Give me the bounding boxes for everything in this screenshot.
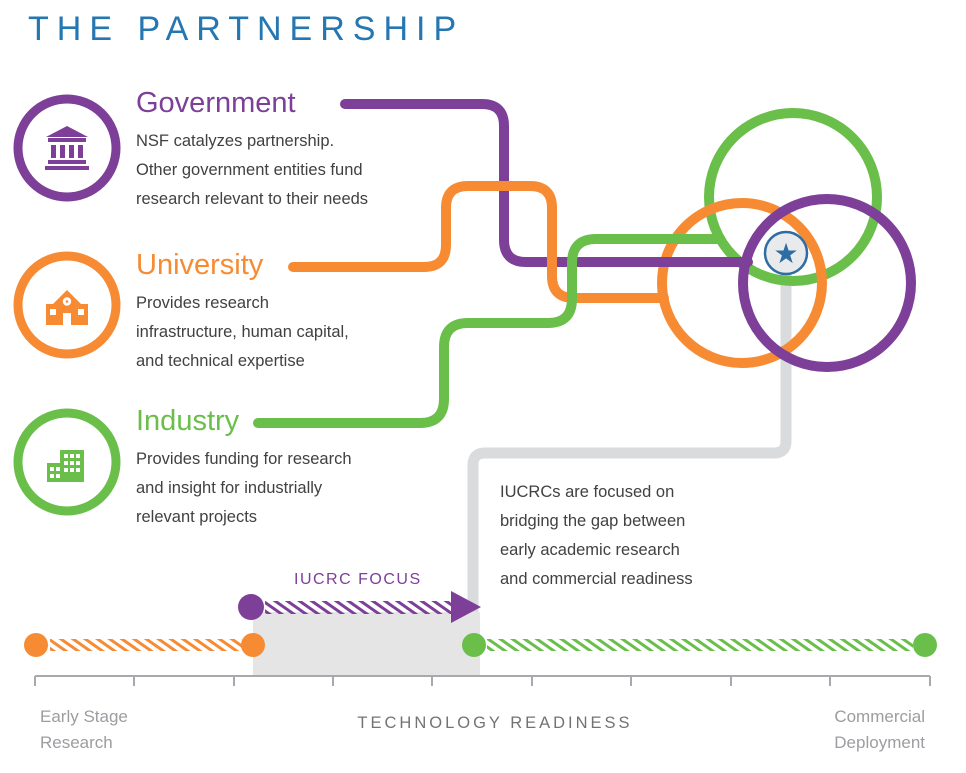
government-title: Government [136,87,296,119]
government-ring [738,194,916,372]
university-ring [657,198,827,368]
early-stage-end-dot [241,633,265,657]
focus-hatched-band [265,601,451,614]
commercial-deployment-label: Commercial Deployment [834,707,925,752]
early-stage-start-dot [24,633,48,657]
industry-connector-line [253,234,725,428]
industry-description: Provides funding for research and insigh… [136,450,352,527]
factory-icon [47,450,84,482]
industry-section: Industry Provides funding for research a… [136,405,352,532]
university-section: University Provides research infrastruct… [136,249,349,376]
early-stage-label: Early Stage Research [40,707,128,752]
industry-ring [704,108,882,286]
university-title: University [136,249,264,281]
focus-arrowhead [451,591,481,623]
star-icon: ★ [773,237,798,270]
technology-readiness-label: TECHNOLOGY READINESS [357,714,633,732]
university-description: Provides research infrastructure, human … [136,294,349,371]
commercial-end-dot [913,633,937,657]
axis-ticks [34,676,931,686]
early-stage-hatched-band [50,639,242,651]
industry-title: Industry [136,405,240,437]
government-section: Government NSF catalyzes partnership. Ot… [136,87,368,214]
bank-icon [45,126,89,170]
callout-connector-line [467,253,792,630]
school-icon [46,290,88,325]
star-badge-circle [763,230,809,276]
industry-icon-ring [13,408,121,516]
commercial-hatched-band [487,639,913,651]
commercial-start-dot [462,633,486,657]
university-icon-ring [13,251,121,359]
callout-text: IUCRCs are focused on bridging the gap b… [500,483,693,588]
page-title: THE PARTNERSHIP [28,10,465,48]
iucrc-focus-zone [253,612,480,675]
iucrc-focus-label: IUCRC FOCUS [294,571,422,588]
focus-start-dot [238,594,264,620]
government-icon-ring [13,94,121,202]
university-connector-line [288,181,669,303]
government-description: NSF catalyzes partnership. Other governm… [136,132,369,209]
star-badge: ★ [763,230,809,276]
